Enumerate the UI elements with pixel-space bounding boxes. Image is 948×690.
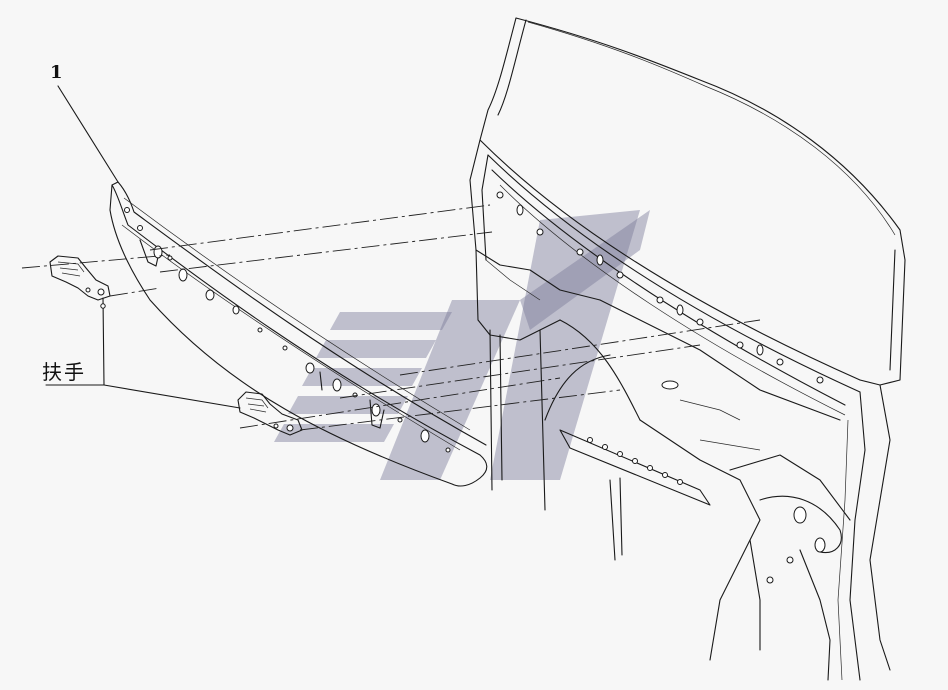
leader-lines	[45, 85, 241, 409]
assembly-centerlines	[21, 204, 761, 431]
grab-handle-upper	[49, 255, 111, 301]
cab-front-frame	[469, 17, 906, 681]
cab-holes	[496, 191, 826, 584]
callout-label-handle: 扶手	[42, 360, 86, 384]
callout-label-1: 1	[50, 62, 63, 83]
watermark-logo	[274, 210, 650, 480]
dashboard-trim-panel	[109, 181, 488, 487]
